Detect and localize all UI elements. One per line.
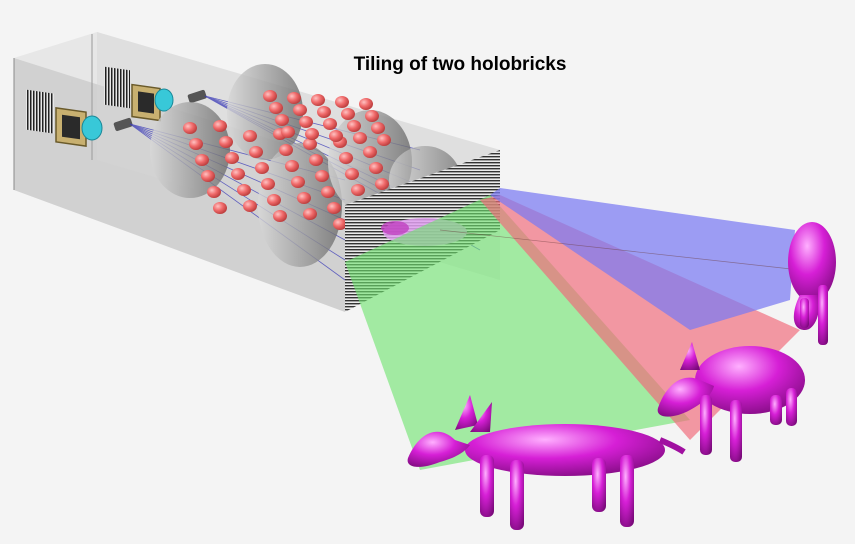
lens-sphere bbox=[231, 168, 245, 180]
lens-sphere bbox=[249, 146, 263, 158]
lens-sphere bbox=[195, 154, 209, 166]
lens-sphere bbox=[255, 162, 269, 174]
lens-sphere bbox=[303, 138, 317, 150]
lens-sphere bbox=[321, 186, 335, 198]
lens-sphere bbox=[269, 102, 283, 114]
lens-sphere bbox=[183, 122, 197, 134]
lens-sphere bbox=[293, 104, 307, 116]
lens-sphere bbox=[297, 192, 311, 204]
lens-sphere bbox=[219, 136, 233, 148]
backlight-grid bbox=[26, 89, 54, 134]
lens-sphere bbox=[275, 114, 289, 126]
lens-sphere bbox=[201, 170, 215, 182]
lens-sphere bbox=[353, 132, 367, 144]
animal-model-middle bbox=[657, 342, 805, 462]
lens-sphere bbox=[333, 218, 347, 230]
lens-sphere bbox=[347, 120, 361, 132]
lens-sphere bbox=[287, 92, 301, 104]
lens-sphere bbox=[279, 144, 293, 156]
lens-sphere bbox=[359, 98, 373, 110]
animal-model-front bbox=[407, 395, 686, 530]
lens-sphere bbox=[303, 208, 317, 220]
lens-sphere bbox=[371, 122, 385, 134]
lens-sphere bbox=[281, 126, 295, 138]
lens-sphere bbox=[351, 184, 365, 196]
display-module-2 bbox=[104, 66, 207, 122]
beam-blue bbox=[490, 188, 795, 330]
lens-sphere bbox=[363, 146, 377, 158]
lens-sphere bbox=[291, 176, 305, 188]
cyan-lens-icon bbox=[81, 115, 103, 141]
lens-sphere bbox=[273, 210, 287, 222]
lens-sphere bbox=[213, 202, 227, 214]
cyan-lens-icon bbox=[154, 88, 174, 112]
lens-sphere bbox=[309, 154, 323, 166]
lens-sphere bbox=[285, 160, 299, 172]
lens-sphere bbox=[263, 90, 277, 102]
lens-sphere bbox=[225, 152, 239, 164]
lens-sphere bbox=[323, 118, 337, 130]
lens-sphere bbox=[375, 178, 389, 190]
lens-sphere bbox=[267, 194, 281, 206]
laser-source-icon bbox=[187, 89, 207, 104]
lens-sphere bbox=[213, 120, 227, 132]
diagram-title: Tiling of two holobricks bbox=[353, 54, 567, 75]
beam-green bbox=[345, 195, 690, 470]
lens-sphere bbox=[329, 130, 343, 142]
lens-sphere bbox=[365, 110, 379, 122]
lens-sphere bbox=[237, 184, 251, 196]
lens-sphere bbox=[335, 96, 349, 108]
lens-sphere bbox=[189, 138, 203, 150]
lens-sphere bbox=[369, 162, 383, 174]
animal-model-back bbox=[788, 222, 836, 345]
lens-sphere bbox=[345, 168, 359, 180]
lens-sphere bbox=[243, 200, 257, 212]
lens-sphere bbox=[377, 134, 391, 146]
lens-sphere bbox=[341, 108, 355, 120]
lens-sphere bbox=[311, 94, 325, 106]
lens-sphere bbox=[299, 116, 313, 128]
lens-sphere bbox=[243, 130, 257, 142]
lens-sphere bbox=[327, 202, 341, 214]
lens-sphere bbox=[261, 178, 275, 190]
lens-sphere bbox=[317, 106, 331, 118]
laser-source-icon bbox=[113, 117, 133, 132]
lens-sphere bbox=[315, 170, 329, 182]
backlight-grid bbox=[104, 66, 130, 109]
lens-1 bbox=[150, 102, 230, 198]
lens-sphere bbox=[207, 186, 221, 198]
lens-sphere bbox=[305, 128, 319, 140]
display-module-1 bbox=[26, 89, 133, 147]
lens-sphere bbox=[339, 152, 353, 164]
